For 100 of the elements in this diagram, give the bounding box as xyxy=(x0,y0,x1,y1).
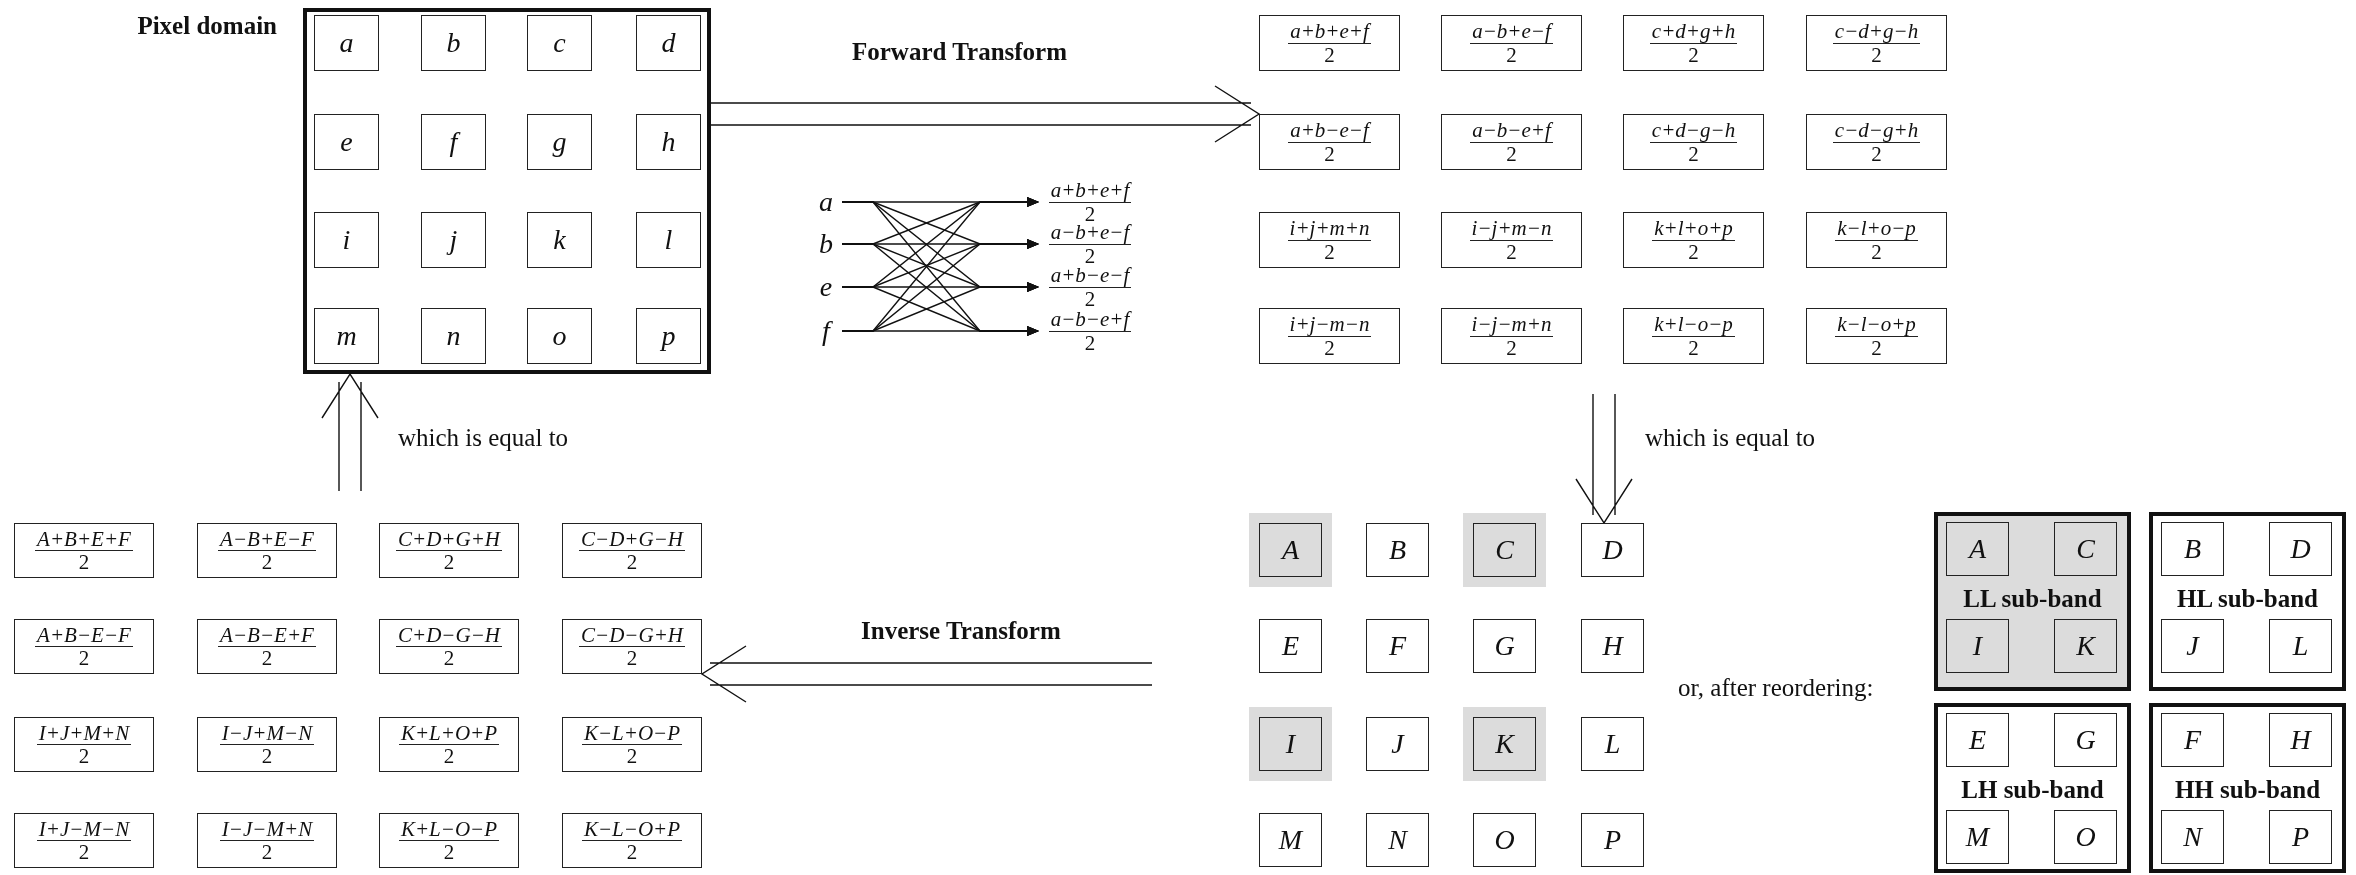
fraction-denominator: 2 xyxy=(1324,43,1335,66)
fraction-numerator: c+d+g+h xyxy=(1649,20,1738,44)
fraction-numerator: K+L−O−P xyxy=(398,817,500,841)
matrix-cell xyxy=(562,813,702,868)
matrix-cell: F xyxy=(2161,713,2224,767)
matrix-cell xyxy=(562,523,702,578)
matrix-cell xyxy=(1259,308,1400,364)
fraction-denominator: 2 xyxy=(1324,336,1335,359)
fraction-denominator: 2 xyxy=(1871,142,1882,165)
matrix-cell: m xyxy=(314,308,379,364)
matrix-cell: I xyxy=(1946,619,2009,673)
sub-band-panel xyxy=(2149,703,2346,873)
fraction-denominator: 2 xyxy=(1084,331,1096,354)
matrix-cell xyxy=(14,717,154,772)
fraction-denominator: 2 xyxy=(1506,240,1517,263)
fraction-numerator: I−J−M+N xyxy=(219,817,315,841)
matrix-cell xyxy=(1806,114,1947,170)
fraction-numerator: a−b−e+f xyxy=(1470,119,1553,143)
fraction-numerator: c−d+g−h xyxy=(1832,20,1921,44)
matrix-cell: O xyxy=(2054,810,2117,864)
fraction-denominator: 2 xyxy=(1688,43,1699,66)
matrix-cell: k xyxy=(527,212,592,268)
fraction-numerator: a+b−e−f xyxy=(1048,264,1132,288)
fraction-denominator: 2 xyxy=(261,841,273,864)
matrix-cell: l xyxy=(636,212,701,268)
fraction-numerator: i−j+m−n xyxy=(1469,217,1554,241)
matrix-cell xyxy=(379,813,519,868)
matrix-cell xyxy=(1806,308,1947,364)
fraction-denominator: 2 xyxy=(626,841,638,864)
matrix-cell: E xyxy=(1259,619,1322,673)
fraction-numerator: I+J+M+N xyxy=(36,721,132,745)
matrix-cell xyxy=(562,717,702,772)
matrix-cell xyxy=(1623,114,1764,170)
group-title: LH sub-band xyxy=(1960,776,2105,804)
fraction-denominator: 2 xyxy=(626,647,638,670)
fraction-numerator: I+J−M−N xyxy=(36,817,132,841)
group-title: HH sub-band xyxy=(2173,776,2322,804)
fraction-numerator: c+d−g−h xyxy=(1649,119,1738,143)
group-title: LL sub-band xyxy=(1962,585,2103,613)
fraction-denominator: 2 xyxy=(443,647,455,670)
fraction-numerator: k−l−o+p xyxy=(1835,313,1918,337)
matrix-cell: L xyxy=(2269,619,2332,673)
matrix-cell xyxy=(379,717,519,772)
fraction-numerator: a+b+e+f xyxy=(1288,20,1371,44)
fraction-numerator: a−b−e+f xyxy=(1048,308,1132,332)
matrix-cell xyxy=(197,523,337,578)
matrix-cell xyxy=(1259,212,1400,268)
fraction-numerator: k+l+o+p xyxy=(1652,217,1735,241)
matrix-cell: A xyxy=(1259,523,1322,577)
matrix-cell: j xyxy=(421,212,486,268)
matrix-cell xyxy=(1623,212,1764,268)
fraction-denominator: 2 xyxy=(78,551,90,574)
fraction-denominator: 2 xyxy=(261,551,273,574)
matrix-cell xyxy=(197,717,337,772)
edge-label: which is equal to xyxy=(1645,424,1816,452)
matrix-cell: p xyxy=(636,308,701,364)
matrix-cell: H xyxy=(1581,619,1644,673)
matrix-cell: F xyxy=(1366,619,1429,673)
double-arrow xyxy=(1575,393,1633,525)
input-label: b xyxy=(812,228,840,260)
fraction-numerator: i+j−m−n xyxy=(1287,313,1372,337)
matrix-cell xyxy=(1806,15,1947,71)
fraction-numerator: A−B−E+F xyxy=(218,623,316,647)
matrix-cell: K xyxy=(2054,619,2117,673)
fraction-denominator: 2 xyxy=(1871,43,1882,66)
group-title: HL sub-band xyxy=(2175,585,2320,613)
matrix-cell: f xyxy=(421,114,486,170)
matrix-cell: h xyxy=(636,114,701,170)
fraction-denominator: 2 xyxy=(78,841,90,864)
fraction-numerator: C+D−G−H xyxy=(396,623,502,647)
fraction-denominator: 2 xyxy=(1871,240,1882,263)
fraction-denominator: 2 xyxy=(443,841,455,864)
matrix-cell: E xyxy=(1946,713,2009,767)
matrix-cell xyxy=(14,813,154,868)
double-arrow xyxy=(321,372,379,492)
fraction-denominator: 2 xyxy=(1506,142,1517,165)
fraction-numerator: C−D+G−H xyxy=(579,527,685,551)
matrix-cell: G xyxy=(2054,713,2117,767)
fraction-numerator: k−l+o−p xyxy=(1835,217,1918,241)
matrix-cell: P xyxy=(1581,813,1644,867)
fraction-numerator: a−b+e−f xyxy=(1048,221,1132,245)
fraction-numerator: K+L+O+P xyxy=(398,721,500,745)
fraction-denominator: 2 xyxy=(1688,142,1699,165)
matrix-cell: a xyxy=(314,15,379,71)
matrix-cell: I xyxy=(1259,717,1322,771)
fraction-numerator: a−b+e−f xyxy=(1470,20,1553,44)
matrix-cell xyxy=(197,813,337,868)
sub-band-panel xyxy=(1934,512,2131,691)
matrix-cell: J xyxy=(2161,619,2224,673)
matrix-cell xyxy=(1623,308,1764,364)
matrix-cell: O xyxy=(1473,813,1536,867)
matrix-cell: D xyxy=(1581,523,1644,577)
matrix-cell xyxy=(379,619,519,674)
matrix-cell: c xyxy=(527,15,592,71)
matrix-cell: M xyxy=(1259,813,1322,867)
fraction-numerator: i+j+m+n xyxy=(1287,217,1372,241)
fraction-denominator: 2 xyxy=(78,647,90,670)
fraction-denominator: 2 xyxy=(443,551,455,574)
matrix-cell xyxy=(1441,212,1582,268)
input-label: a xyxy=(812,186,840,218)
